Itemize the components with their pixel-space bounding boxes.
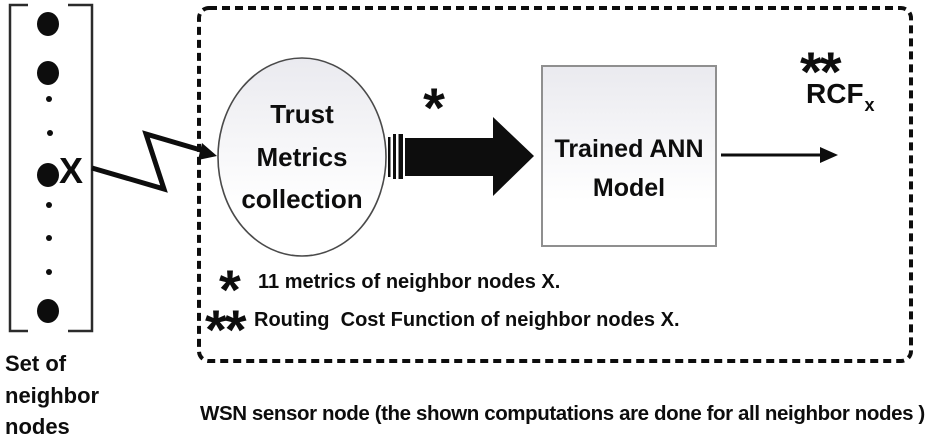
node-dot-x bbox=[37, 163, 59, 187]
set-bracket-left bbox=[8, 3, 28, 333]
ellipsis-dot bbox=[46, 96, 52, 102]
legend-item1-marker: * bbox=[219, 258, 241, 321]
node-x-label: X bbox=[59, 150, 84, 191]
legend-item2-text: Routing Cost Function of neighbor nodes … bbox=[254, 309, 680, 331]
node-dot bbox=[37, 61, 59, 85]
rcf-subscript: x bbox=[864, 95, 875, 115]
ellipsis-dot bbox=[46, 269, 52, 275]
ellipsis-dot bbox=[46, 202, 52, 208]
figure-caption: WSN sensor node (the shown computations … bbox=[200, 402, 925, 425]
legend-item1-text: 11 metrics of neighbor nodes X. bbox=[258, 271, 561, 293]
node-dot bbox=[37, 12, 59, 36]
wsn-node-dashed-boundary bbox=[197, 6, 913, 363]
ellipsis-dot bbox=[46, 235, 52, 241]
zigzag-arrow bbox=[91, 130, 217, 193]
set-of-neighbor-nodes-label: Set of neighbor nodes bbox=[5, 351, 100, 440]
node-dot bbox=[37, 299, 59, 323]
trust-metrics-ellipse-label: Trust Metrics collection bbox=[241, 99, 363, 215]
input-asterisk-marker: * bbox=[423, 76, 445, 139]
trained-ann-box-label: Trained ANN Model bbox=[554, 135, 704, 202]
neighbor-node-dots bbox=[37, 12, 59, 323]
metrics-flow-arrow bbox=[388, 117, 534, 196]
legend-item2-marker: ** bbox=[205, 298, 247, 361]
rcf-output-label: RCFx bbox=[806, 78, 875, 115]
rcf-text: RCF bbox=[806, 78, 864, 109]
ellipsis-dot bbox=[47, 130, 53, 136]
output-arrow bbox=[721, 147, 838, 163]
ann-box-shape bbox=[541, 65, 717, 247]
output-asterisk-marker: ** bbox=[800, 40, 842, 103]
trust-ellipse-shape bbox=[217, 57, 387, 257]
